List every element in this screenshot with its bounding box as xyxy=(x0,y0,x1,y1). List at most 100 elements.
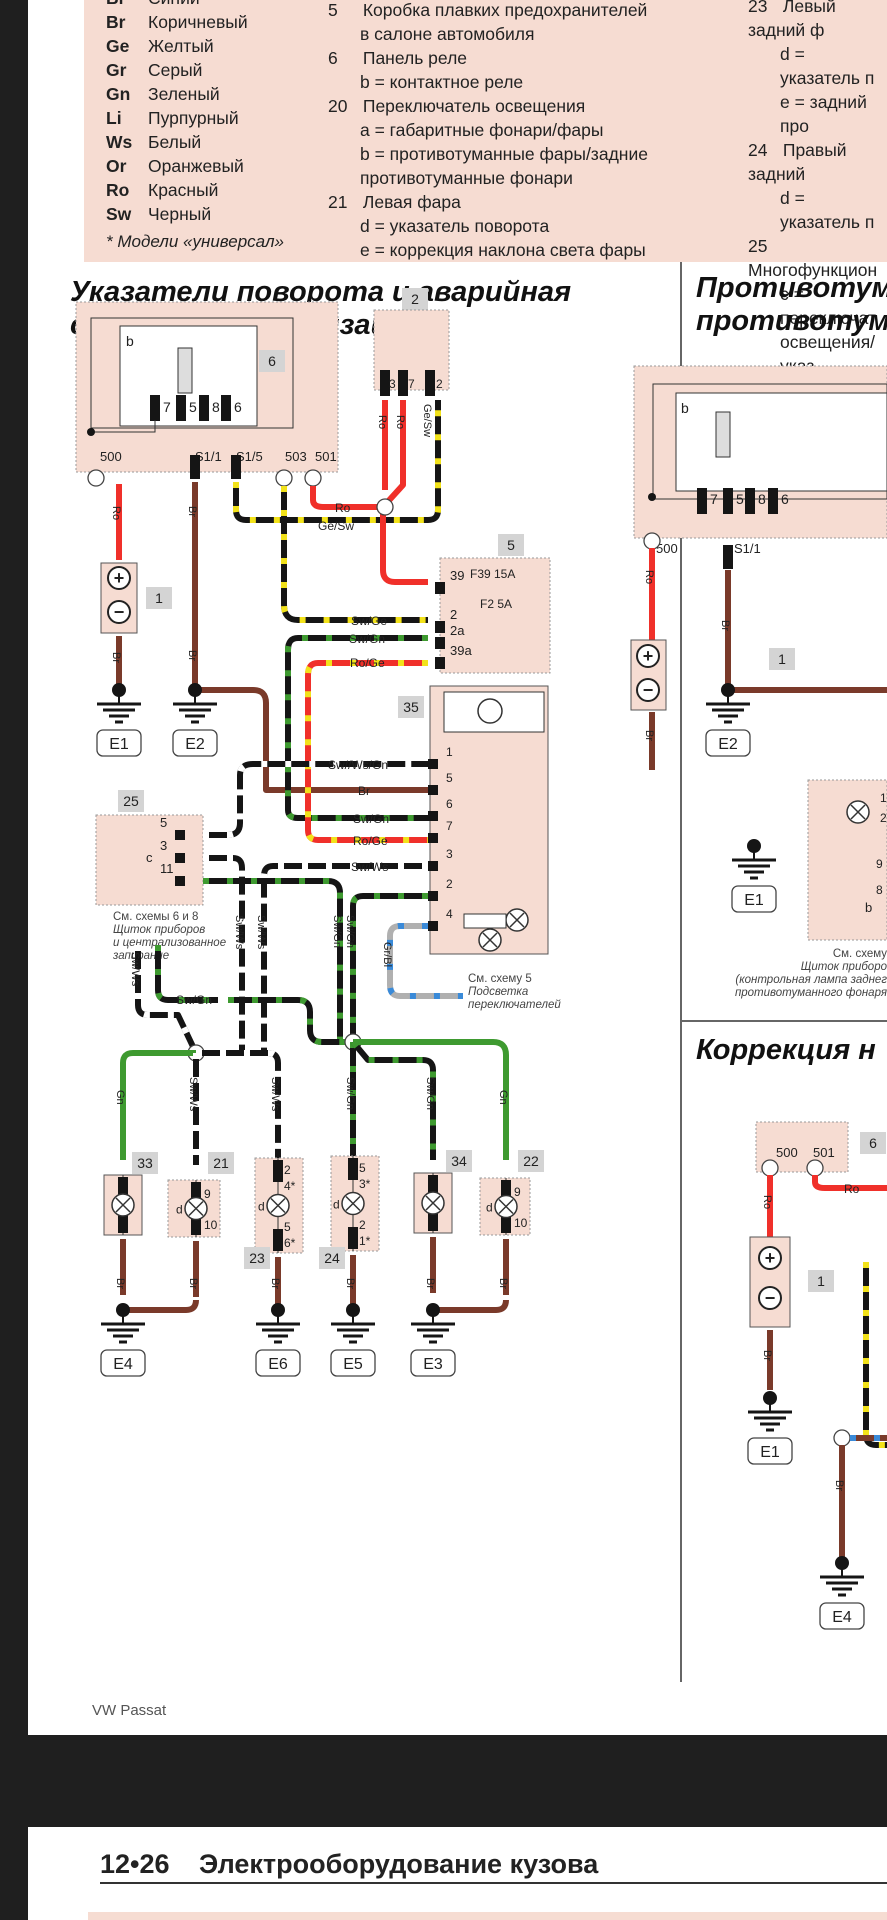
component-tag xyxy=(319,1247,345,1269)
component-tag-label: 1 xyxy=(155,590,163,606)
relay-pin-label: 8 xyxy=(212,399,220,415)
connector-plug xyxy=(398,370,408,396)
component-tag xyxy=(118,790,144,812)
component-tag xyxy=(146,587,172,609)
color-name: Красный xyxy=(148,180,219,200)
wire-label: Br xyxy=(269,1278,281,1289)
component-entry: 5 Коробка плавких предохранителей xyxy=(328,0,648,22)
connector-plug xyxy=(435,621,445,633)
color-code: Br xyxy=(106,12,126,32)
wire-label: Br xyxy=(344,1278,356,1289)
ground-label: E3 xyxy=(423,1356,443,1373)
label: 2 xyxy=(436,377,443,391)
backlight-note: переключателей xyxy=(468,999,561,1011)
battery-minus xyxy=(107,600,131,624)
component-tag xyxy=(208,1152,234,1174)
junction-node xyxy=(833,1429,851,1447)
wire-br-bl xyxy=(850,1435,887,1441)
relay-letter: b xyxy=(126,333,134,349)
connector-plug xyxy=(273,1229,283,1251)
connector-plug xyxy=(428,1209,438,1231)
light-switch-box xyxy=(807,779,887,941)
lamp-pin: 10 xyxy=(204,1218,218,1232)
ground-label: E6 xyxy=(268,1356,288,1373)
ground-label: E4 xyxy=(113,1356,133,1373)
connector-plug xyxy=(273,1160,283,1182)
connector-plug xyxy=(745,488,755,514)
connector-plug xyxy=(175,830,185,840)
component-tag xyxy=(498,534,524,556)
bulb-cross xyxy=(345,1195,361,1212)
component-name: Многофункцион xyxy=(748,260,878,280)
wire-sw-gn xyxy=(228,997,353,1045)
component-sub: e = задний про xyxy=(780,92,867,136)
page-header: 12•26 Электрооборудование кузова xyxy=(100,1849,887,1884)
ground-label: E1 xyxy=(109,736,129,753)
wire-sw-gn xyxy=(350,1040,436,1160)
fuse-pin-label: 2a xyxy=(450,623,465,638)
connector-plug xyxy=(428,833,438,843)
component-tag xyxy=(132,1152,158,1174)
relay-coil xyxy=(715,411,731,458)
component-tag-label: 34 xyxy=(451,1153,467,1169)
lamp-pin: 4* xyxy=(284,1179,296,1193)
plus-sign: + xyxy=(765,1248,776,1268)
color-code: Ws xyxy=(106,132,133,152)
ground-label: E4 xyxy=(832,1609,852,1626)
title-line-1: Противотум xyxy=(696,272,887,304)
color-name: Зеленый xyxy=(148,84,220,104)
battery-minus xyxy=(758,1286,782,1310)
legend-footnote: * Модели «универсал» xyxy=(106,232,284,251)
component-entry: 24 Правый задний xyxy=(748,138,887,186)
ground-label-box xyxy=(747,1437,793,1465)
footer-brand: VW Passat xyxy=(92,1702,167,1719)
flasher-pin-label: 2 xyxy=(446,877,453,891)
bulb-cross xyxy=(425,1195,441,1211)
wire-ro xyxy=(380,400,428,585)
junction-node xyxy=(376,498,394,516)
resistor xyxy=(463,913,507,929)
connector-plug xyxy=(768,488,778,514)
wire-label: Br xyxy=(497,1278,509,1289)
junction-node xyxy=(304,469,322,487)
relay-trace xyxy=(91,420,156,433)
switch-letter: c xyxy=(146,850,153,865)
wire-label: Sw/Ws xyxy=(255,915,267,950)
component-tag-label: 24 xyxy=(324,1250,340,1266)
stalk-pin-label: 11 xyxy=(160,861,174,876)
wire-ge-sw xyxy=(233,400,441,523)
stalk-note: и централизованное xyxy=(113,937,226,949)
fuse-pin-label: 39 xyxy=(450,568,464,583)
terminal-label: S1/1 xyxy=(195,449,222,464)
color-code: Gn xyxy=(106,84,131,104)
connector-plug xyxy=(118,1177,128,1199)
ground-label-box xyxy=(705,729,751,757)
ground-label-box xyxy=(330,1349,376,1377)
component-tag xyxy=(446,1150,472,1172)
component-sub: противотуманные фонари xyxy=(360,168,573,188)
ground-label: E2 xyxy=(718,736,738,753)
component-entry: 21 Левая фара xyxy=(328,190,648,214)
plus-sign: + xyxy=(114,568,125,588)
connector-plug xyxy=(428,891,438,901)
relay-pin-label: 8 xyxy=(758,491,766,507)
ground-label: E1 xyxy=(760,1444,780,1461)
connector-plug xyxy=(723,488,733,514)
terminal-label: 500 xyxy=(656,541,678,556)
wire-label: Ro xyxy=(335,501,351,515)
wire-sw-gn xyxy=(203,878,343,1040)
wire-sw-gn-stripe xyxy=(350,893,428,1040)
ground-label-box xyxy=(819,1602,865,1630)
bulb-cross xyxy=(509,912,525,928)
connector-plug xyxy=(435,582,445,594)
color-code: Ge xyxy=(106,36,130,56)
component-tag-label: 6 xyxy=(869,1135,877,1151)
wire-label: Br xyxy=(833,1480,845,1491)
wire-sw-ws xyxy=(203,855,245,1055)
wire-sw-ws-gn-stripe xyxy=(203,761,428,838)
wire-label: Ro xyxy=(761,1195,773,1209)
wire-label: Ro xyxy=(376,415,388,429)
component-tag xyxy=(769,648,795,670)
